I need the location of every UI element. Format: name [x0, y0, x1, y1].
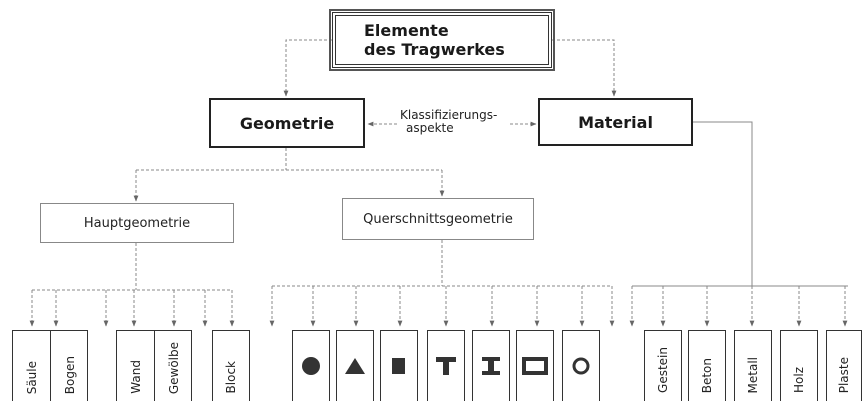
triangle-icon [336, 330, 374, 401]
main-geometry-node: Hauptgeometrie [40, 203, 234, 243]
leaf-group-wall-vault: Wand Gewölbe [116, 330, 192, 401]
leaf-label: Plaste [837, 356, 851, 393]
leaf-metall: Metall [734, 330, 772, 401]
ring-icon [572, 357, 590, 375]
material-label: Material [578, 112, 653, 132]
leaf-holz: Holz [780, 330, 818, 401]
circle-icon [292, 330, 330, 401]
leaf-plaste: Plaste [826, 330, 862, 401]
leaf-label: Gewölbe [167, 341, 181, 394]
leaf-label: Metall [746, 356, 760, 393]
leaf-group-column-arch: Säule Bogen [12, 330, 88, 401]
i-profile-icon [472, 330, 510, 401]
square-icon [392, 358, 405, 374]
leaf-wand: Wand [117, 331, 155, 401]
cross-section-geometry-node: Querschnittsgeometrie [342, 198, 534, 240]
leaf-divider [50, 331, 51, 401]
leaf-block: Block [212, 330, 250, 401]
aspect-line2: aspekte [406, 121, 454, 135]
leaf-label: Gestein [656, 347, 670, 393]
aspect-line1: Klassifizierungs- [400, 108, 498, 122]
leaf-label: Holz [792, 367, 806, 393]
main-geometry-label: Hauptgeometrie [83, 215, 191, 231]
leaf-label: Block [224, 360, 238, 393]
leaf-bogen: Bogen [51, 331, 89, 401]
leaf-saeule: Säule [13, 331, 51, 401]
triangle-icon [345, 358, 365, 374]
root-title-line1: Elemente [364, 21, 449, 40]
leaf-label: Wand [129, 360, 143, 394]
ring-icon [562, 330, 600, 401]
leaf-label: Bogen [63, 355, 77, 394]
leaf-gewoelbe: Gewölbe [155, 331, 193, 401]
leaf-beton: Beton [688, 330, 726, 401]
square-icon [380, 330, 418, 401]
hollow-rectangle-icon [516, 330, 554, 401]
leaf-divider [154, 331, 155, 401]
geometry-label: Geometrie [239, 113, 335, 133]
leaf-label: Beton [700, 357, 714, 393]
material-node: Material [538, 98, 693, 146]
t-profile-icon [427, 330, 465, 401]
leaf-gestein: Gestein [644, 330, 682, 401]
cross-section-geometry-label: Querschnittsgeometrie [363, 211, 513, 227]
geometry-node: Geometrie [209, 98, 365, 148]
root-title-line2: des Tragwerkes [364, 40, 505, 59]
t-profile-icon [436, 357, 456, 375]
root-node: Elemente des Tragwerkes [329, 9, 555, 71]
hollow-rectangle-icon [522, 357, 548, 375]
classification-aspect-label: Klassifizierungs- aspekte [400, 109, 497, 135]
leaf-label: Säule [25, 360, 39, 394]
i-profile-icon [482, 357, 500, 375]
circle-icon [302, 357, 320, 375]
